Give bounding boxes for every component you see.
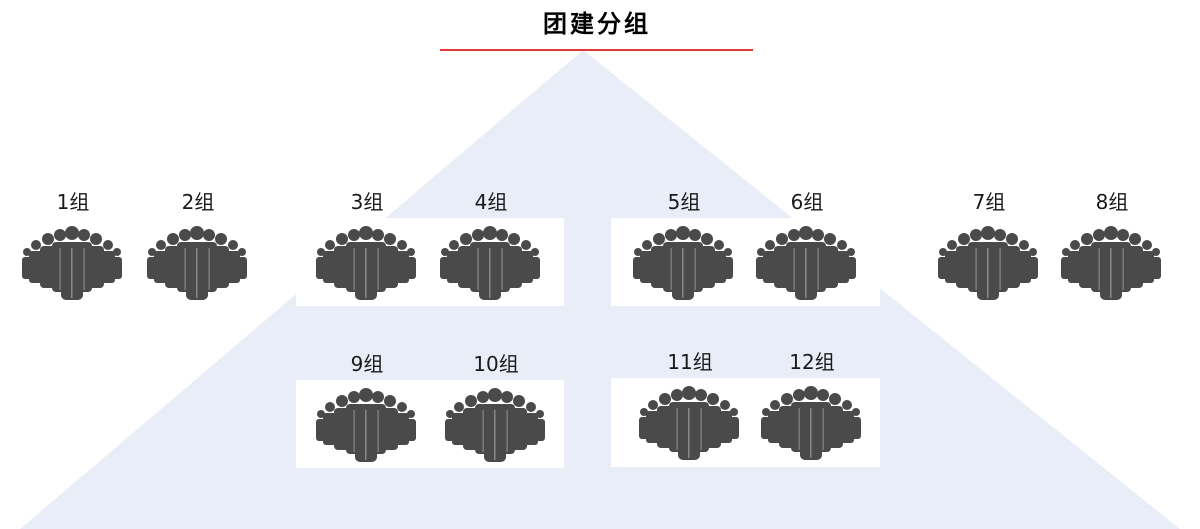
group-label: 2组 [181,190,215,214]
crowd-icon [311,388,421,464]
group-label: 11组 [667,350,713,374]
crowd-icon [751,226,861,302]
crowd-icon [435,226,545,302]
group-label: 6组 [790,190,824,214]
crowd-icon [142,226,252,302]
group-label: 7组 [972,190,1006,214]
crowd-icon [634,386,744,462]
crowd-icon [628,226,738,302]
group-label: 8组 [1095,190,1129,214]
title-underline [440,49,753,51]
group-label: 12组 [789,350,835,374]
group-label: 5组 [667,190,701,214]
diagram-title: 团建分组 [543,10,651,38]
crowd-icon [756,386,866,462]
group-label: 3组 [350,190,384,214]
crowd-icon [311,226,421,302]
group-label: 1组 [56,190,90,214]
group-label: 4组 [474,190,508,214]
crowd-icon [933,226,1043,302]
crowd-icon [440,388,550,464]
group-label: 9组 [350,352,384,376]
crowd-icon [1056,226,1166,302]
group-label: 10组 [473,352,519,376]
crowd-icon [17,226,127,302]
